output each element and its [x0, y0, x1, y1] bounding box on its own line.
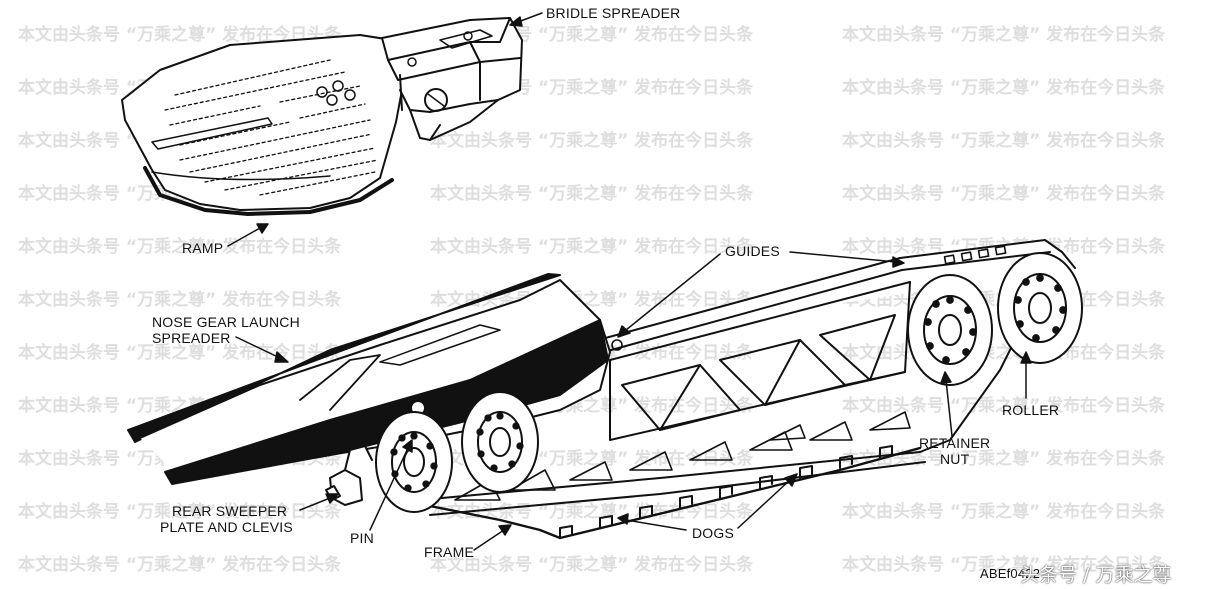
watermark-text: 本文由头条号 “万乘之尊” 发布在今日头条 [842, 78, 1166, 98]
label-rear-sweeper-line2: PLATE AND CLEVIS [160, 519, 293, 535]
watermark-text: 本文由头条号 “万乘之尊” 发布在今日头条 [18, 237, 342, 257]
rear-sweeper-drawing [325, 445, 373, 506]
leader-lines [227, 12, 1032, 551]
watermark-text: 本文由头条号 “万乘之尊” 发布在今日头条 [842, 184, 1166, 204]
watermark-text: 本文由头条号 “万乘之尊” 发布在今日头条 [842, 449, 1166, 469]
label-rear-sweeper-line1: REAR SWEEPER [172, 503, 288, 519]
watermark-text: 本文由头条号 “万乘之尊” 发布在今日头条 [430, 131, 754, 151]
figure-id: ABEf0422 [980, 566, 1041, 581]
watermark-text: 本文由头条号 “万乘之尊” 发布在今日头条 [842, 396, 1166, 416]
label-nose-gear-line1: NOSE GEAR LAUNCH [152, 314, 300, 330]
label-ramp: RAMP [182, 240, 224, 256]
watermark-text: 本文由头条号 “万乘之尊” 发布在今日头条 [842, 555, 1166, 575]
watermark-text: 本文由头条号 “万乘之尊” 发布在今日头条 [18, 502, 342, 522]
bridle-spreader-drawing [121, 17, 523, 216]
watermark-text: 本文由头条号 “万乘之尊” 发布在今日头条 [430, 237, 754, 257]
watermark-text: 本文由头条号 “万乘之尊” 发布在今日头条 [18, 25, 342, 45]
watermark-text: 本文由头条号 “万乘之尊” 发布在今日头条 [842, 131, 1166, 151]
label-roller: ROLLER [1002, 402, 1060, 418]
watermark-text: 本文由头条号 “万乘之尊” 发布在今日头条 [842, 25, 1166, 45]
watermark-text: 本文由头条号 “万乘之尊” 发布在今日头条 [18, 290, 342, 310]
watermark-text: 本文由头条号 “万乘之尊” 发布在今日头条 [430, 184, 754, 204]
label-pin: PIN [350, 530, 374, 546]
label-bridle-spreader: BRIDLE SPREADER [546, 5, 681, 21]
watermark-text: 本文由头条号 “万乘之尊” 发布在今日头条 [842, 502, 1166, 522]
source-credit: 头条号 / 万乘之尊 [1020, 564, 1172, 586]
watermark-text: 本文由头条号 “万乘之尊” 发布在今日头条 [18, 555, 342, 575]
label-dogs: DOGS [692, 525, 735, 541]
nose-gear-spreader-drawing [127, 273, 611, 485]
shuttle-frame-drawing [419, 239, 1076, 540]
label-guides: GUIDES [725, 243, 780, 259]
watermark-text: 本文由头条号 “万乘之尊” 发布在今日头条 [430, 555, 754, 575]
label-frame: FRAME [424, 544, 474, 560]
label-retainer-line2: NUT [940, 451, 970, 467]
rollers-drawing [375, 252, 1083, 513]
label-nose-gear-line2: SPREADER [152, 330, 231, 346]
label-retainer-line1: RETAINER [919, 435, 991, 451]
